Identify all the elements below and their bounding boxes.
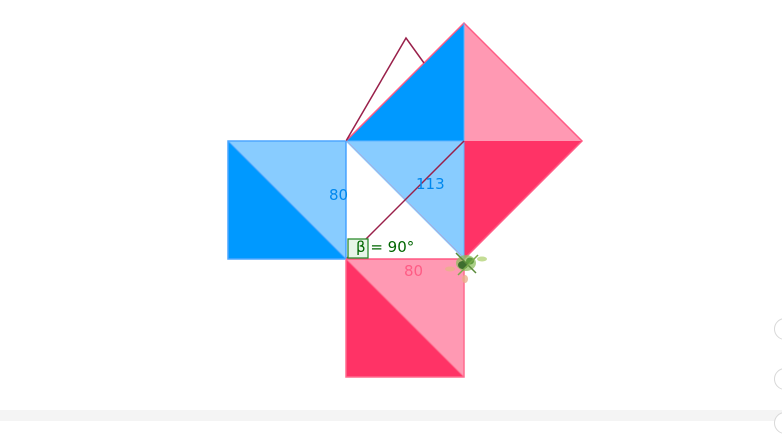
scissors-icon[interactable]	[445, 252, 487, 283]
pythagoras-figure: 80 113 80 β = 90°	[227, 21, 584, 378]
label-side-horizontal: 80	[404, 262, 423, 280]
label-angle: β = 90°	[356, 238, 414, 256]
right-angle-marker	[347, 238, 369, 259]
square-bottom-diagonal	[345, 258, 465, 378]
label-side-vertical: 80	[329, 186, 348, 204]
square-left-diagonal	[227, 140, 347, 260]
square-bottom	[345, 258, 465, 378]
bottom-strip	[0, 410, 782, 421]
label-hypotenuse: 113	[416, 175, 445, 193]
apex-triangle-outline	[345, 36, 425, 142]
square-left	[227, 140, 347, 260]
